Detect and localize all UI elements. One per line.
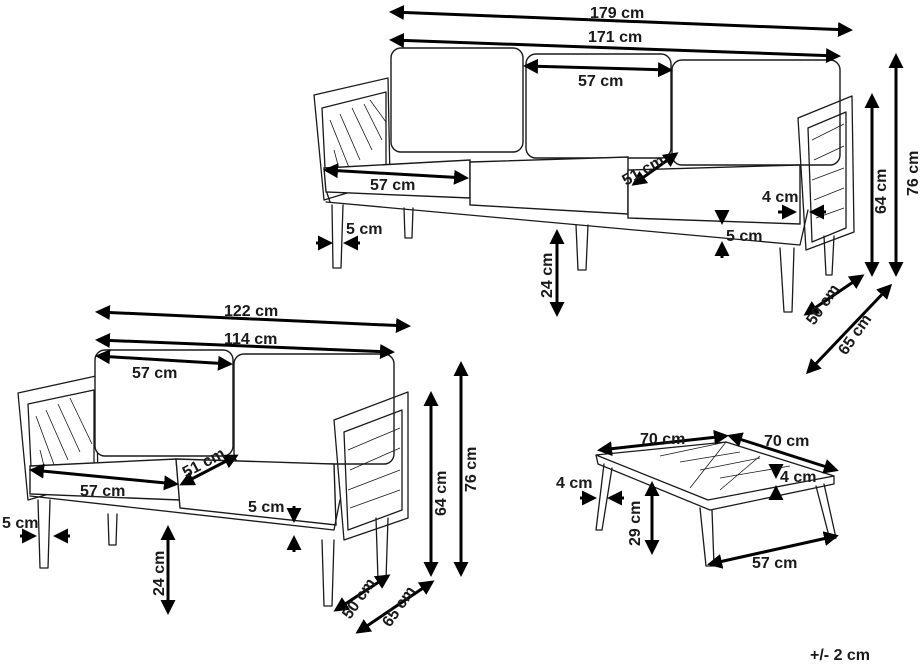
sofa2-total-width-label: 122 cm <box>224 303 278 320</box>
sofa3-total-width-label: 179 cm <box>590 5 644 22</box>
sofa3-backrest-width-label: 171 cm <box>588 29 642 46</box>
sofa3-cushion-width-label: 57 cm <box>578 73 623 90</box>
table-base-label: 57 cm <box>752 555 797 572</box>
sofa3-seat-depth-outer-label: 50 cm <box>803 281 843 328</box>
table-width-b-label: 70 cm <box>764 433 809 450</box>
sofa3-seat-thickness-label: 5 cm <box>726 228 762 245</box>
sofa3-frame <box>325 201 809 246</box>
sofa3-total-depth-label: 65 cm <box>835 311 875 358</box>
sofa3-leg-height-label: 24 cm <box>539 253 556 298</box>
sofa2-total-depth-label: 65 cm <box>379 583 419 630</box>
table-height-label: 29 cm <box>627 501 644 546</box>
sofa2-backrest-width-label: 114 cm <box>224 331 277 348</box>
sofa3-armrest-gap-label: 4 cm <box>762 189 798 206</box>
sofa3-leg-offset-label: 5 cm <box>346 221 382 238</box>
sofa2-frame <box>29 495 341 531</box>
sofa3-seat-width-label: 57 cm <box>370 177 415 194</box>
sofa2-leg-offset-label: 5 cm <box>2 515 38 532</box>
sofa2-right-armrest <box>333 391 409 541</box>
table-dimension-lines <box>580 429 839 569</box>
two-seat-sofa <box>17 349 409 607</box>
sofa2-leg-height-label: 24 cm <box>151 551 168 596</box>
sofa3-back-cushions <box>390 47 841 166</box>
sofa3-dimension-lines <box>316 4 904 375</box>
sofa3-seat-height-label: 64 cm <box>873 169 890 214</box>
table-inset-left-label: 4 cm <box>556 475 592 492</box>
sofa2-seat-width-label: 57 cm <box>80 483 125 500</box>
table-inset-right-label: 4 cm <box>780 469 816 486</box>
sofa3-right-armrest <box>797 95 855 251</box>
sofa2-cushion-width-label: 57 cm <box>132 365 177 382</box>
sofa2-dimension-lines <box>20 305 469 634</box>
sofa2-seat-thickness-label: 5 cm <box>248 499 284 516</box>
tolerance-note: +/- 2 cm <box>810 647 870 664</box>
sofa3-seat-cushions <box>323 156 801 225</box>
table-labels: 70 cm 70 cm 4 cm 4 cm 29 cm 57 cm <box>556 431 816 572</box>
table-width-a-label: 70 cm <box>640 431 685 448</box>
sofa2-total-height-label: 76 cm <box>463 447 480 492</box>
sofa2-seat-height-label: 64 cm <box>433 471 450 516</box>
sofa3-total-height-label: 76 cm <box>905 151 922 196</box>
sofa2-seat-depth-outer-label: 50 cm <box>339 575 379 622</box>
